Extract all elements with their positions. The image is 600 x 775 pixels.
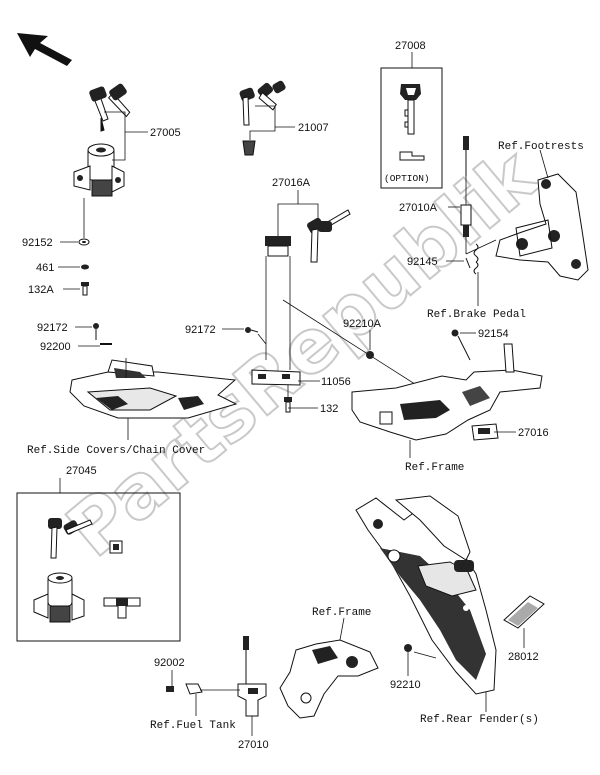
frame-bracket-icon bbox=[351, 343, 543, 441]
label-27010A: 27010A bbox=[399, 202, 438, 214]
option-key-icon bbox=[400, 84, 421, 135]
kit-ignition-switch-icon bbox=[33, 572, 85, 623]
label-option: (OPTION) bbox=[384, 173, 430, 184]
footrest-bracket-icon bbox=[495, 173, 589, 281]
label-ref-footrests: Ref.Footrests bbox=[498, 141, 584, 153]
grommet-92210A-icon bbox=[366, 351, 374, 359]
label-92172-mid: 92172 bbox=[185, 324, 216, 336]
label-27010: 27010 bbox=[238, 739, 269, 751]
washer-92152-icon bbox=[78, 238, 90, 246]
kit-tank-lock-icon bbox=[103, 597, 141, 619]
switch-body-27016A-icon bbox=[265, 236, 291, 257]
clip-92002-icon bbox=[166, 683, 203, 695]
screw-92172-left-icon bbox=[93, 323, 99, 340]
label-ref-fuel-tank: Ref.Fuel Tank bbox=[150, 720, 236, 732]
label-27016: 27016 bbox=[518, 427, 549, 439]
option-key-box bbox=[380, 67, 443, 189]
key-pair-27005-icon bbox=[89, 83, 131, 132]
bolt-132A-icon bbox=[81, 282, 89, 296]
bolt-132-icon bbox=[284, 397, 292, 413]
switch-27016-icon bbox=[471, 423, 499, 441]
frame-mount-icon bbox=[279, 639, 379, 719]
nut-461-icon bbox=[81, 264, 89, 270]
label-ref-rear-fender: Ref.Rear Fender(s) bbox=[420, 714, 539, 726]
label-92152: 92152 bbox=[22, 237, 53, 249]
clamp-92154-icon bbox=[451, 329, 471, 361]
label-ref-frame-right: Ref.Frame bbox=[405, 462, 464, 474]
label-132A: 132A bbox=[28, 284, 54, 296]
side-cover-icon bbox=[69, 359, 238, 419]
label-ref-frame-bottom: Ref.Frame bbox=[312, 607, 371, 619]
reflector-28012-icon bbox=[503, 595, 545, 629]
label-ref-side-covers: Ref.Side Covers/Chain Cover bbox=[27, 445, 205, 457]
key-set-27016A-icon bbox=[307, 209, 351, 263]
kit-27045-box bbox=[16, 492, 181, 642]
rear-fender-icon bbox=[355, 495, 497, 695]
label-27045: 27045 bbox=[66, 465, 97, 477]
label-132: 132 bbox=[320, 403, 338, 415]
label-27008: 27008 bbox=[395, 40, 426, 52]
spring-92145-icon bbox=[465, 243, 479, 275]
label-92172-left: 92172 bbox=[37, 322, 68, 334]
label-21007: 21007 bbox=[298, 122, 329, 134]
front-direction-arrow-icon bbox=[17, 33, 72, 66]
key-set-21007-icon bbox=[239, 80, 286, 156]
label-92145: 92145 bbox=[407, 256, 438, 268]
label-28012: 28012 bbox=[508, 651, 539, 663]
label-92210A: 92210A bbox=[343, 318, 382, 330]
label-92154: 92154 bbox=[478, 328, 509, 340]
screw-92172-mid-icon bbox=[245, 327, 259, 333]
label-27016A: 27016A bbox=[272, 177, 311, 189]
label-92002: 92002 bbox=[154, 657, 185, 669]
ignition-switch-27005-icon bbox=[73, 143, 125, 197]
label-461: 461 bbox=[36, 262, 54, 274]
kit-keys-icon bbox=[48, 518, 93, 559]
label-11056: 11056 bbox=[321, 376, 351, 388]
watermark-text: PartsRepublik bbox=[51, 131, 555, 573]
grommet-92210-icon bbox=[404, 644, 412, 652]
label-ref-brake-pedal: Ref.Brake Pedal bbox=[427, 309, 526, 321]
label-92210: 92210 bbox=[390, 679, 421, 691]
label-27005: 27005 bbox=[150, 127, 181, 139]
bracket-11056-icon bbox=[251, 369, 301, 386]
fuel-switch-27010-icon bbox=[237, 636, 267, 717]
label-92200: 92200 bbox=[40, 341, 71, 353]
kit-cap-icon bbox=[109, 540, 123, 554]
